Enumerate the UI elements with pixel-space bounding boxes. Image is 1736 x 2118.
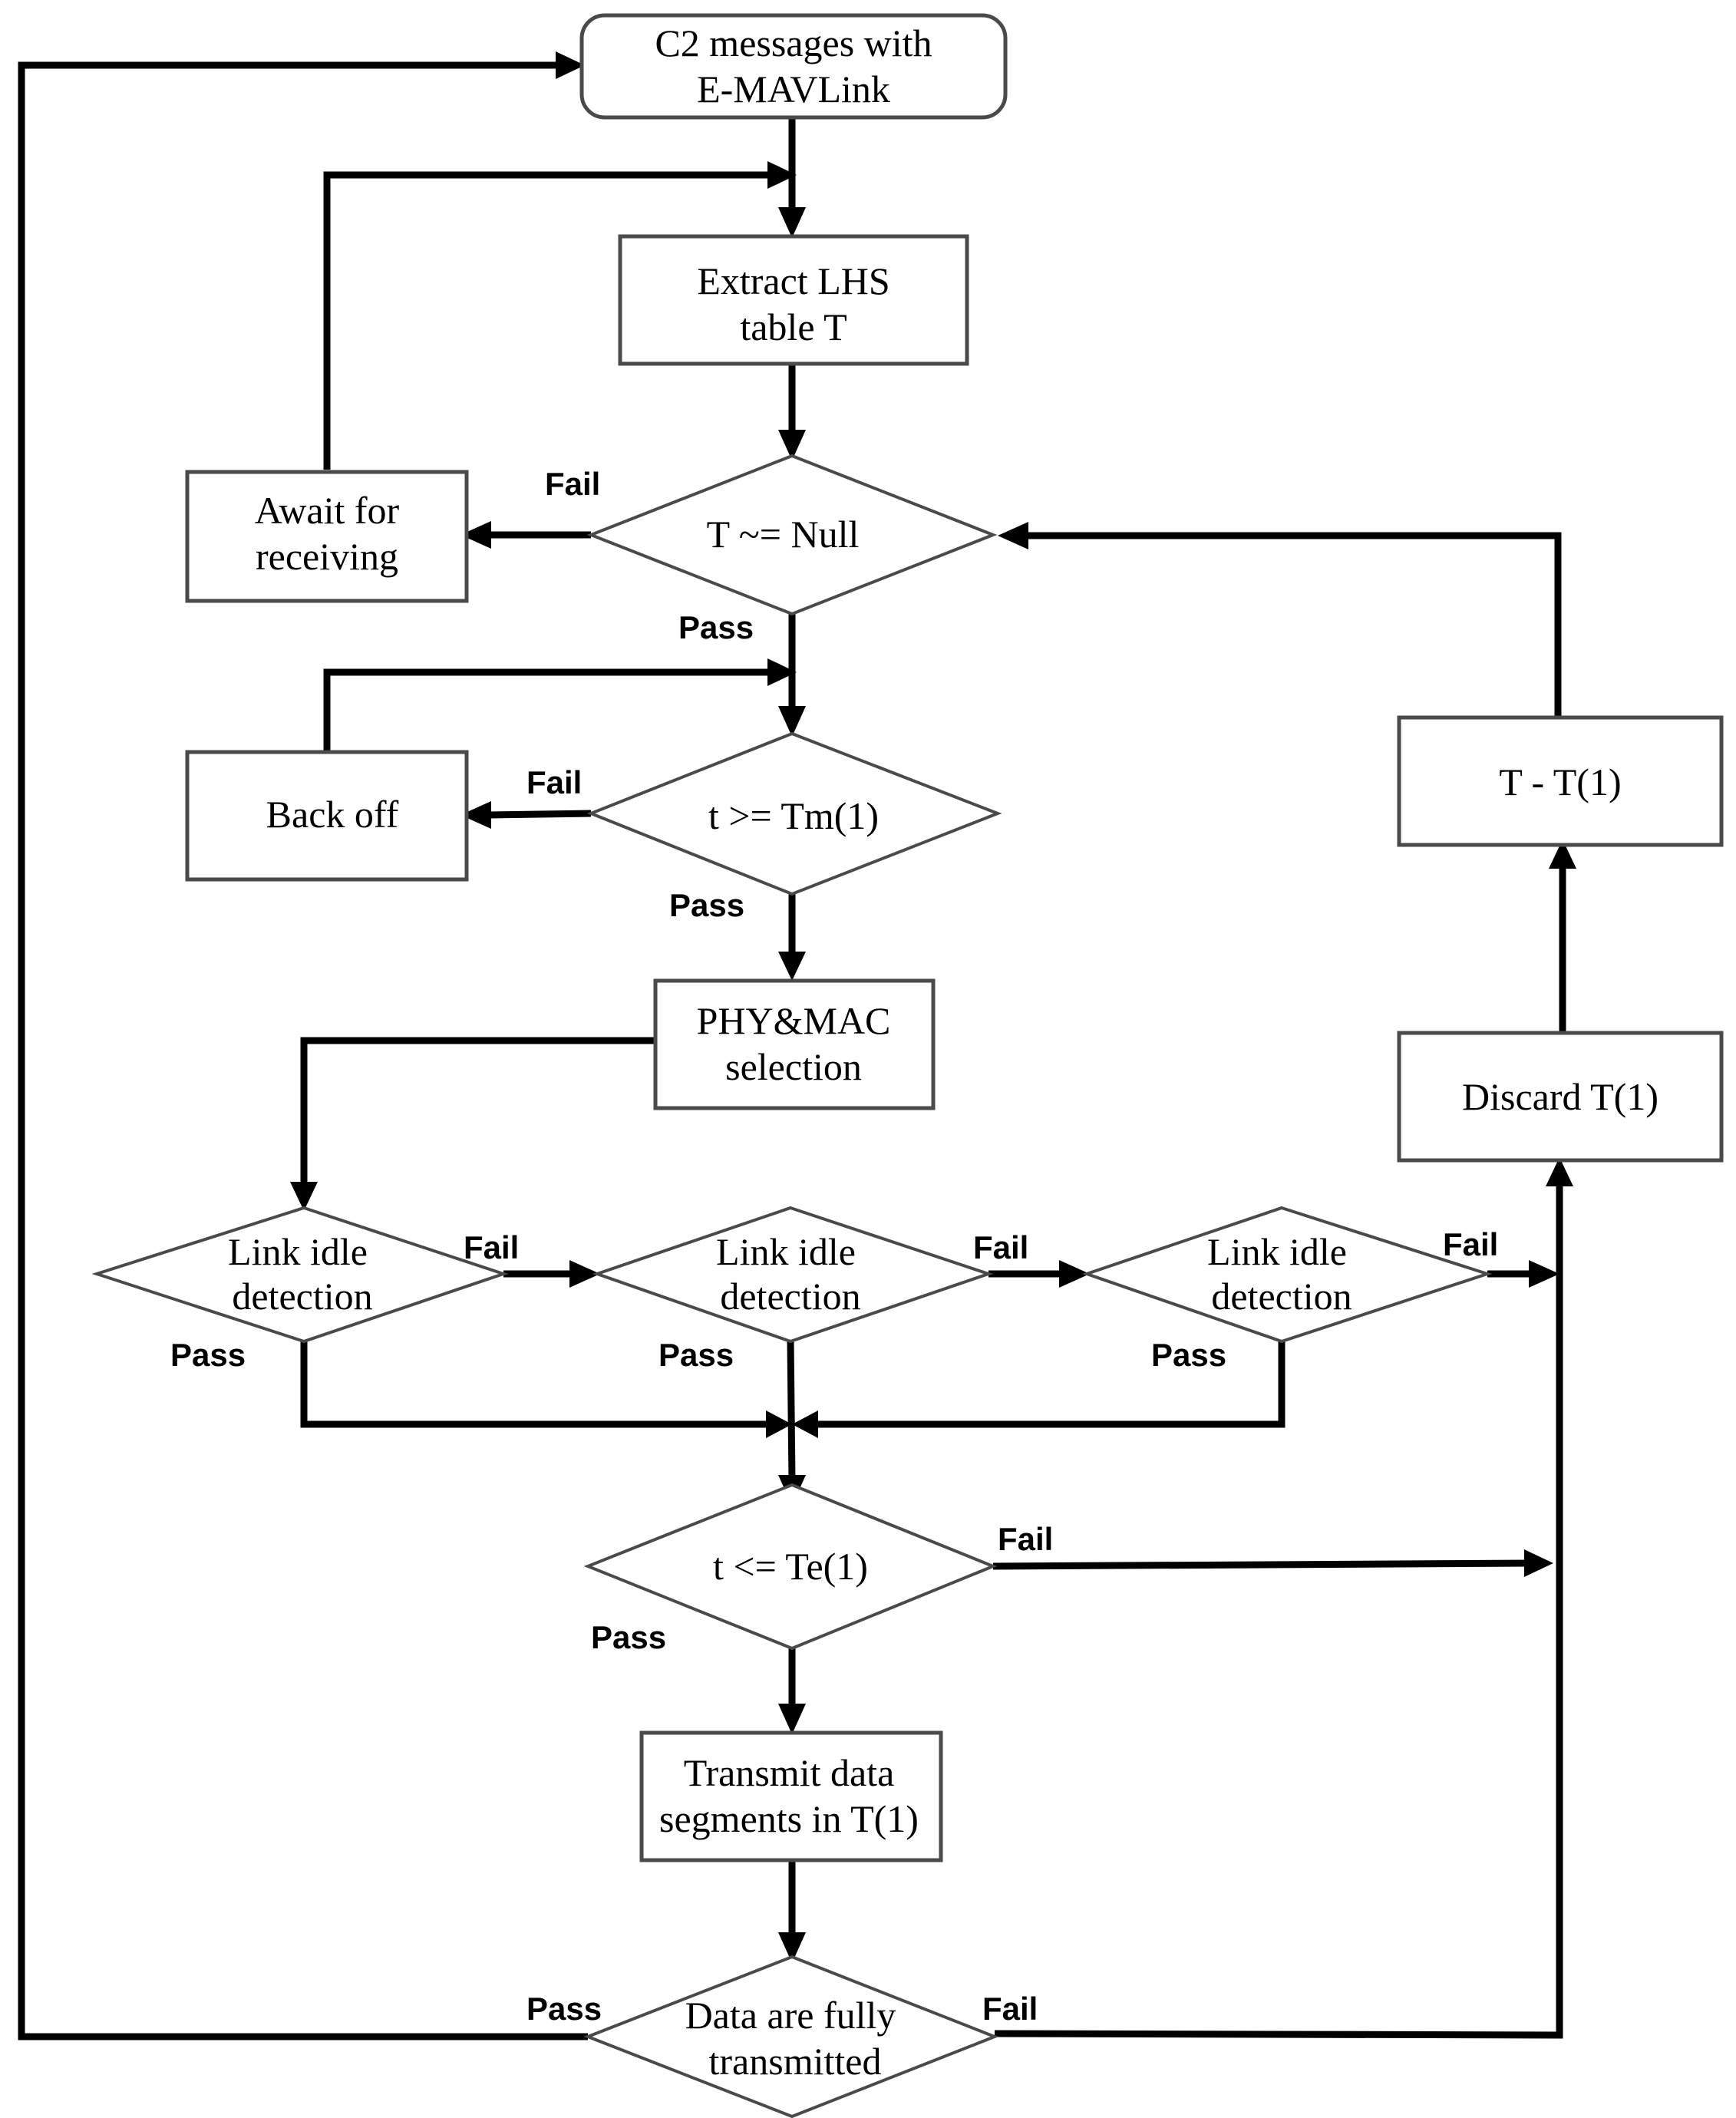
arrowhead-idle2-idle3 [1059,1260,1090,1288]
edge-backoff-loop [323,668,775,751]
node-idle3-line2: detection [1211,1275,1352,1318]
node-phymac: PHY&MAC selection [653,978,936,1110]
edge-idle2-te [787,1341,796,1482]
arrowhead-await-loop [767,161,797,189]
node-discard: Discard T(1) [1397,1031,1724,1163]
node-full-check-line1: Data are fully [685,1994,896,2037]
node-tm-check-line1: t >= Tm(1) [708,794,879,837]
arrowhead-null-tm [778,706,806,737]
edge-phymac-idle1 [300,1037,654,1188]
label-idle1-fail: Fail [464,1229,519,1265]
edge-tminus-null [1021,532,1562,716]
node-idle1-line1: Link idle [228,1230,368,1273]
arrowhead-idle3-merge [792,1410,818,1438]
label-null-pass: Pass [678,609,754,645]
arrowhead-tminus-null [998,522,1028,549]
arrowhead-phymac-idle1 [290,1182,318,1211]
node-full-check-line2: transmitted [709,2040,882,2083]
node-backoff: Back off [185,750,469,882]
node-null-check-line1: T ~= Null [707,513,860,556]
arrowhead-te-transmit [778,1704,806,1734]
node-discard-line1: Discard T(1) [1462,1075,1658,1118]
node-phymac-line2: selection [725,1045,862,1088]
arrowhead-idle1-idle2 [569,1260,600,1288]
edge-labels: Fail Pass Fail Pass Fail Pass Fail Pass … [170,466,1498,2027]
node-te-check-line1: t <= Te(1) [713,1545,868,1588]
node-t-minus-line1: T - T(1) [1499,760,1621,803]
edge-await-loop [323,171,775,470]
node-start: C2 messages with E-MAVLink [579,13,1008,120]
edge-idle1-merge [300,1341,774,1428]
node-idle2-line2: detection [720,1275,860,1318]
node-await-line2: receiving [256,535,398,578]
node-backoff-line1: Back off [266,793,399,836]
node-idle2-line1: Link idle [716,1230,856,1273]
label-full-fail: Fail [982,1991,1038,2027]
label-tm-fail: Fail [526,764,582,800]
node-transmit-line1: Transmit data [684,1751,895,1794]
edge-idle3-merge [810,1341,1285,1428]
edge-te-right [992,1559,1533,1570]
arrowhead-tm-phymac [778,952,806,981]
node-te-check: t <= Te(1) [583,1483,998,1651]
node-t-minus: T - T(1) [1397,715,1724,847]
node-await: Await for receiving [185,470,469,603]
node-extract-line1: Extract LHS [697,259,889,302]
node-await-line1: Await for [255,489,400,532]
edge-full-start [18,61,588,2040]
edge-full-discard [994,1177,1563,2039]
node-phymac-line1: PHY&MAC [697,999,891,1042]
label-idle3-fail: Fail [1443,1226,1498,1262]
label-full-pass: Pass [526,1991,602,2027]
label-te-pass: Pass [591,1619,666,1655]
arrowhead-start-extract [778,207,806,238]
arrowhead-extract-null [778,430,806,460]
arrowhead-te-right [1524,1549,1553,1577]
node-idle1-line2: detection [232,1275,372,1318]
arrowhead-transmit-full [778,1932,806,1963]
label-idle3-pass: Pass [1151,1337,1226,1373]
node-idle3-line1: Link idle [1207,1230,1347,1273]
node-extract-line2: table T [740,305,847,348]
label-idle2-pass: Pass [658,1337,734,1373]
node-idle1: Link idle detection [91,1206,509,1344]
node-null-check: T ~= Null [586,454,998,616]
node-transmit: Transmit data segments in T(1) [639,1730,943,1862]
label-te-fail: Fail [998,1521,1053,1557]
node-start-line2: E-MAVLink [697,68,890,111]
arrowhead-full-start [556,51,585,79]
label-idle1-pass: Pass [170,1337,246,1373]
node-transmit-line2: segments in T(1) [659,1797,919,1840]
node-start-line1: C2 messages with [655,21,932,64]
connectors [18,61,1566,2040]
edge-tm-backoff [487,810,592,819]
node-idle2: Link idle detection [592,1206,994,1344]
label-tm-pass: Pass [669,887,744,923]
arrowhead-null-await [460,521,491,549]
arrowhead-idle1-merge [766,1410,792,1438]
label-null-fail: Fail [545,466,600,502]
arrowhead-tm-backoff [460,801,491,829]
node-extract: Extract LHS table T [618,234,969,366]
label-idle2-fail: Fail [973,1229,1028,1265]
arrowheads [290,51,1576,1963]
node-tm-check: t >= Tm(1) [586,731,1002,896]
arrowhead-backoff-loop [767,658,797,686]
arrowhead-full-discard [1546,1157,1573,1186]
node-idle3: Link idle detection [1081,1206,1493,1344]
node-full-check: Data are fully transmitted [583,1955,999,2118]
arrowhead-discard-tminus [1549,840,1576,869]
arrowhead-idle3-right [1529,1260,1559,1288]
